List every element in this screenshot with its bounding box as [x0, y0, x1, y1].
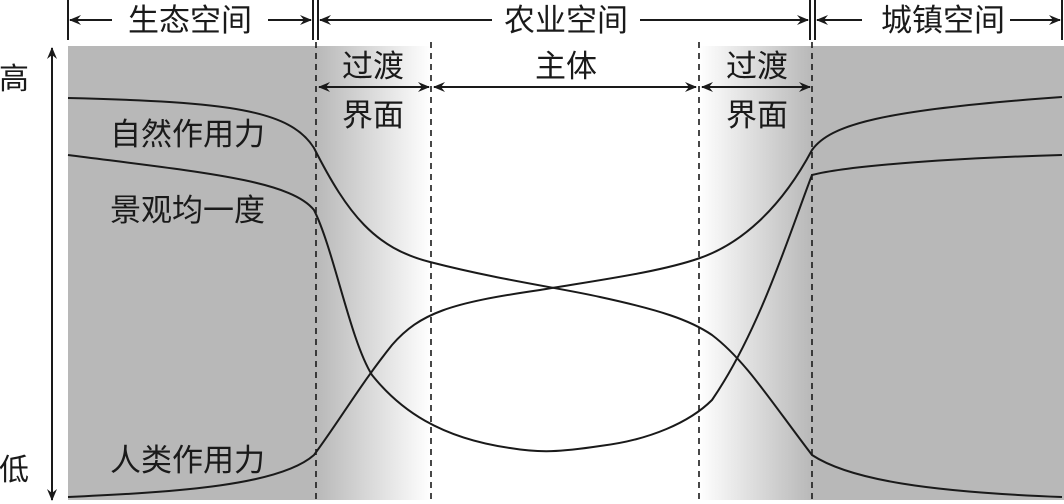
right-transition-label-line1: 过渡 [726, 49, 788, 85]
natural-force-curve [67, 97, 1063, 498]
ecological-space-label: 生态空间 [128, 3, 252, 39]
axis-low-label: 低 [0, 453, 29, 488]
natural-force-label: 自然作用力 [110, 117, 265, 153]
ecological-space-background [68, 46, 316, 500]
urban-space-background [812, 46, 1064, 500]
right-transition-gradient [699, 46, 812, 500]
agricultural-space-label: 农业空间 [504, 3, 628, 39]
right-transition-label-line2: 界面 [726, 98, 788, 134]
axis-high-label: 高 [0, 62, 29, 97]
left-transition-label-line2: 界面 [342, 98, 404, 134]
landscape-uniformity-label: 景观均一度 [110, 193, 265, 229]
human-force-curve [67, 96, 1063, 498]
left-transition-label-line1: 过渡 [342, 49, 404, 85]
main-zone-label: 主体 [535, 49, 597, 85]
landscape-uniformity-curve [67, 154, 1063, 453]
human-force-label: 人类作用力 [110, 443, 265, 479]
urban-space-label: 城镇空间 [881, 3, 1005, 39]
